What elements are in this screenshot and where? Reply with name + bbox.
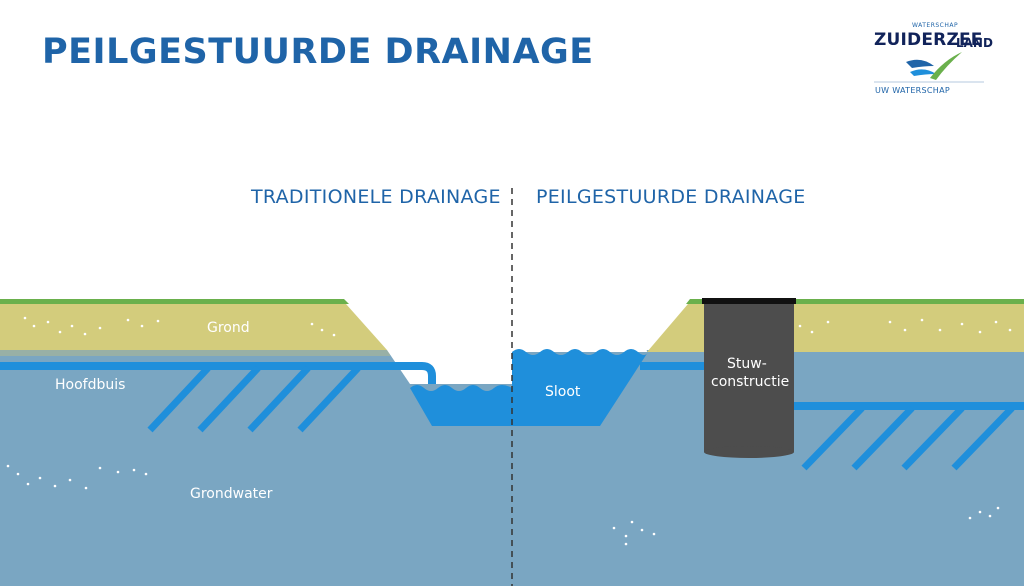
label-sloot: Sloot [545, 384, 581, 400]
main-pipe-left [0, 362, 436, 384]
groundwater-speckles [6, 464, 1000, 546]
wet-soil-left [0, 350, 390, 356]
page-title: PEILGESTUURDE DRAINAGE [42, 32, 594, 72]
logo-wave-icon [874, 52, 984, 83]
label-grond: Grond [207, 320, 250, 336]
label-grondwater: Grondwater [190, 486, 273, 502]
drain-branch-left-4 [297, 365, 361, 433]
logo-main-suffix: LAND [956, 36, 993, 50]
drain-branch-right-2 [851, 405, 915, 471]
drain-branch-right-3 [901, 405, 965, 471]
logo-main-text: ZUIDERZEE [874, 30, 983, 50]
ditch-right-air [512, 304, 647, 352]
weir-structure [704, 302, 794, 452]
label-hoofdbuis: Hoofdbuis [55, 377, 126, 393]
label-stuw-line2: constructie [711, 374, 790, 390]
drain-branch-left-3 [247, 365, 311, 433]
drain-branch-right-1 [801, 405, 865, 471]
ditch-air-gap [420, 350, 512, 384]
soil-layer-right [647, 304, 1024, 352]
waterschap-logo: WATERSCHAP ZUIDERZEE LAND UW WATERSCHAP [866, 22, 993, 102]
soil-speckles [23, 316, 1012, 337]
weir-structure-cap [702, 298, 796, 304]
ditch-water-right [512, 349, 648, 426]
soil-layer-left [0, 304, 387, 350]
logo-small-text: WATERSCHAP [912, 22, 959, 29]
section-title-traditional: TRADITIONELE DRAINAGE [251, 186, 501, 208]
weir-structure-bottom [704, 446, 794, 458]
drain-branch-right-4 [951, 405, 1015, 471]
drain-branch-left-2 [197, 365, 261, 433]
section-title-level-controlled: PEILGESTUURDE DRAINAGE [536, 186, 806, 208]
drain-branch-left-1 [147, 365, 211, 433]
label-stuw-line1: Stuw- [727, 356, 767, 372]
ditch-water-left [410, 385, 512, 426]
grass-strip-left [0, 299, 349, 304]
logo-tagline: UW WATERSCHAP [875, 86, 951, 95]
